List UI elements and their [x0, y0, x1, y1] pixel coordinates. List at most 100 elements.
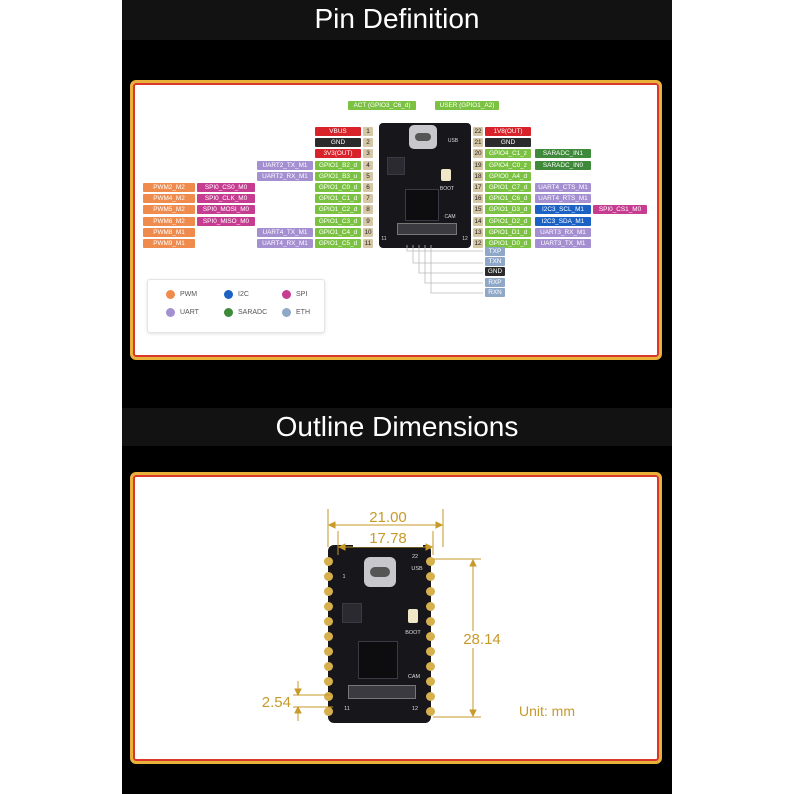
- pin-number-8: 8: [363, 205, 373, 215]
- usb-silk-2: USB: [411, 566, 423, 572]
- pin-function-8-2: PWM5_M2: [143, 205, 195, 215]
- pin-label-10: GPIO1_C4_d: [315, 227, 361, 237]
- eth-lines: [406, 245, 483, 294]
- castellated-pad: [426, 572, 435, 581]
- pin-number-10: 10: [363, 227, 373, 237]
- pin-number-12: 12: [473, 239, 483, 248]
- pin-label-8: GPIO1_C2_d: [315, 205, 361, 215]
- pin-number-17: 17: [473, 183, 483, 192]
- eth-pin-txn: TXN: [485, 257, 505, 267]
- dimension-lines: [293, 509, 481, 721]
- pin-number-1: 1: [363, 127, 373, 136]
- castellated-pad: [426, 677, 435, 686]
- pin-number-3: 3: [363, 149, 373, 159]
- pin-label-16: GPIO1_C6_d: [485, 194, 531, 204]
- castellated-pad: [426, 602, 435, 611]
- pin-function-7-1: SPI0_CLK_M0: [197, 194, 255, 204]
- boot-silk-2: BOOT: [405, 630, 421, 636]
- pin-function-4-1: UART2_TX_M1: [257, 160, 313, 170]
- pin-label-1: VBUS: [315, 127, 361, 136]
- pin-number-14: 14: [473, 216, 483, 226]
- board-outline-view: USB 1 22 BOOT CAM 11 12: [324, 545, 435, 723]
- boot-button-2[interactable]: [408, 609, 418, 623]
- pin-number-20: 20: [473, 149, 483, 159]
- pin-function-15-1: I2C3_SCL_M1: [535, 205, 591, 215]
- pin-label-17: GPIO1_C7_d: [485, 183, 531, 192]
- pin11-silk-2: 11: [344, 706, 350, 712]
- legend-dot-i2c: [224, 290, 233, 299]
- dim-width-outer: 21.00: [369, 509, 407, 526]
- dim-unit: Unit: mm: [519, 703, 575, 719]
- pin-number-11: 11: [363, 239, 373, 248]
- castellated-pad: [426, 617, 435, 626]
- legend-label-spi: SPI: [296, 291, 308, 298]
- pin-number-5: 5: [363, 171, 373, 181]
- pin-label-3: 3V3(OUT): [315, 149, 361, 159]
- castellated-pad: [324, 617, 333, 626]
- castellated-pad: [426, 692, 435, 701]
- outline-dimensions-card: USB 1 22 BOOT CAM 11 12: [130, 472, 662, 764]
- pin-function-8-1: SPI0_MOSI_M0: [197, 205, 255, 215]
- castellated-pad: [324, 662, 333, 671]
- chip-small: [387, 157, 405, 175]
- eth-pin-rxn: RXN: [485, 287, 505, 297]
- castellated-pad: [324, 692, 333, 701]
- legend-dot-spi: [282, 290, 291, 299]
- pin-function-11-2: PWM9_M1: [143, 239, 195, 248]
- pin-function-13-1: UART3_RX_M1: [535, 227, 591, 237]
- pin-number-16: 16: [473, 194, 483, 204]
- pin-label-22: 1V8(OUT): [485, 127, 531, 136]
- pin-label-4: GPIO1_B2_d: [315, 160, 361, 170]
- pin-number-9: 9: [363, 216, 373, 226]
- chip-small-2: [342, 603, 362, 623]
- legend-label-uart: UART: [180, 309, 199, 316]
- legend-dot-saradc: [224, 308, 233, 317]
- castellated-pad: [324, 587, 333, 596]
- boot-button[interactable]: [441, 169, 451, 181]
- pin22-silk: 22: [411, 554, 419, 560]
- user-label: USER (GPIO1_A2): [435, 101, 499, 110]
- board-top-view: USB BOOT CAM 11 12: [379, 123, 471, 248]
- pin-number-21: 21: [473, 138, 483, 148]
- cam-silk: CAM: [444, 214, 456, 220]
- pin-label-2: GND: [315, 138, 361, 148]
- castellated-pad: [324, 632, 333, 641]
- eth-pin-rxp: RXP: [485, 277, 505, 287]
- usb-silk: USB: [447, 138, 459, 144]
- usb-c-port-2: [370, 567, 390, 577]
- pin-number-7: 7: [363, 194, 373, 204]
- pin-function-10-2: PWM8_M1: [143, 227, 195, 237]
- pin-function-6-2: PWM2_M2: [143, 183, 195, 192]
- pin-number-22: 22: [473, 127, 483, 136]
- legend-label-i2c: I2C: [238, 291, 249, 298]
- pin-label-15: GPIO1_D3_d: [485, 205, 531, 215]
- pin-label-20: GPIO4_C1_z: [485, 149, 531, 159]
- castellated-pad: [426, 587, 435, 596]
- pin-label-14: GPIO1_D2_d: [485, 216, 531, 226]
- pin-number-4: 4: [363, 160, 373, 170]
- pin-function-7-2: PWM4_M2: [143, 194, 195, 204]
- pin-function-10-1: UART4_TX_M1: [257, 227, 313, 237]
- dim-width-inner: 17.78: [353, 530, 423, 547]
- pin-label-21: GND: [485, 138, 531, 148]
- castellated-pad: [324, 677, 333, 686]
- pin1-silk: 1: [342, 574, 346, 580]
- legend-dot-uart: [166, 308, 175, 317]
- pin-number-2: 2: [363, 138, 373, 148]
- pin-label-6: GPIO1_C0_d: [315, 183, 361, 192]
- pin-label-12: GPIO1_D0_d: [485, 239, 531, 248]
- pin-number-13: 13: [473, 227, 483, 237]
- pin-number-18: 18: [473, 171, 483, 181]
- pin-label-13: GPIO1_D1_d: [485, 227, 531, 237]
- pin-function-17-1: UART4_CTS_M1: [535, 183, 591, 192]
- castellated-pad: [426, 632, 435, 641]
- castellated-pad: [324, 647, 333, 656]
- pin-function-11-1: UART4_RX_M1: [257, 239, 313, 248]
- legend-label-saradc: SARADC: [238, 309, 268, 316]
- pin-label-19: GPIO4_C0_z: [485, 160, 531, 170]
- pin-function-12-1: UART3_TX_M1: [535, 239, 591, 248]
- pin11-silk: 11: [381, 236, 387, 242]
- act-label: ACT (GPIO3_C6_d): [348, 101, 416, 110]
